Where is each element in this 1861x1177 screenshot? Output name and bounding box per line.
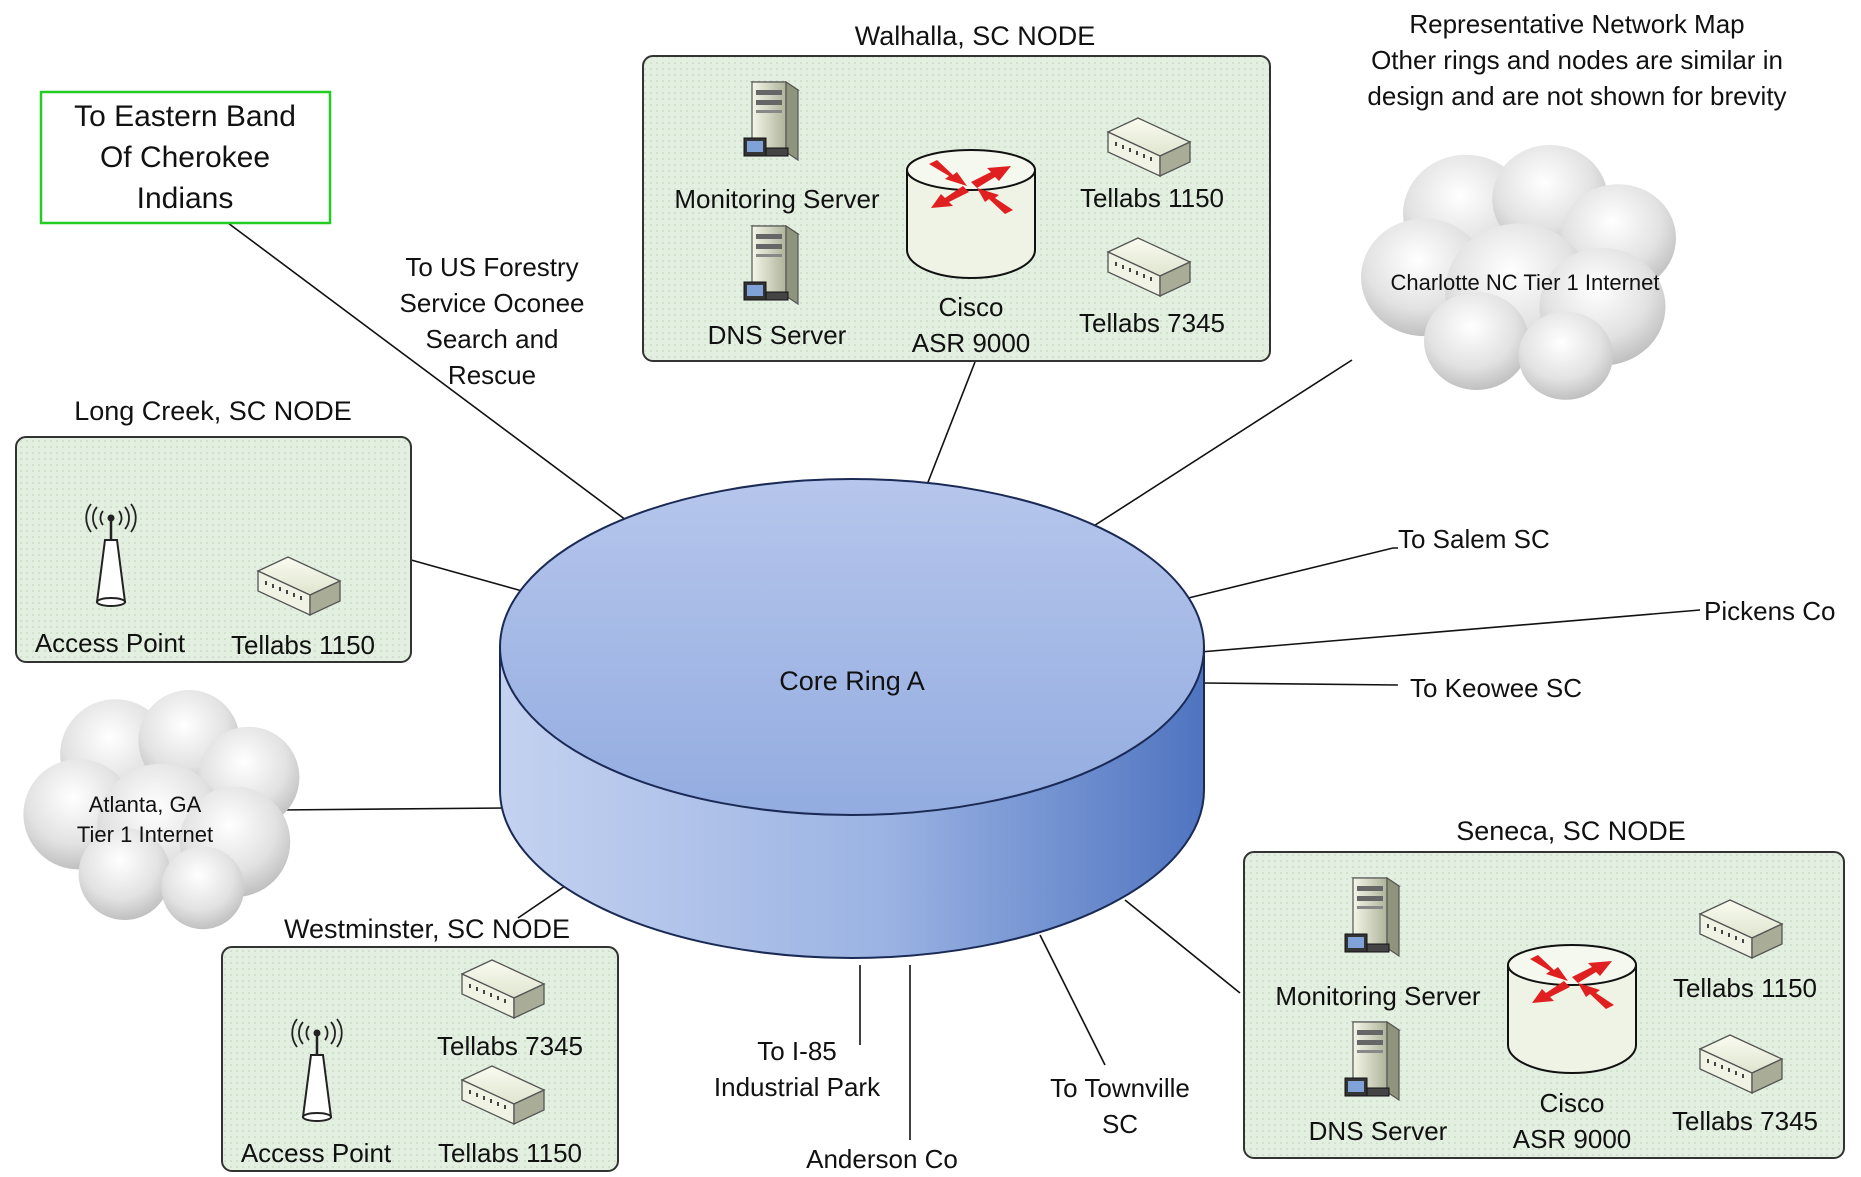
link-keowee <box>1202 682 1399 686</box>
eastern-band-box[interactable]: To Eastern Band Of Cherokee Indians <box>39 90 332 225</box>
eastern-band-line-2: Of Cherokee <box>100 141 270 174</box>
charlotte-cloud-label: Charlotte NC Tier 1 Internet <box>1390 270 1659 295</box>
i85-label-line-1[interactable]: To I-85 <box>757 1036 837 1066</box>
walhalla-switch-b-label: Tellabs 7345 <box>1079 308 1225 338</box>
eastern-band-border <box>39 90 332 225</box>
anderson-label[interactable]: Anderson Co <box>806 1144 958 1174</box>
link-salem <box>1171 547 1398 603</box>
walhalla-router-line-2: ASR 9000 <box>912 328 1031 358</box>
atlanta-cloud-line-2: Tier 1 Internet <box>77 822 213 847</box>
walhalla-switch-a-label: Tellabs 1150 <box>1080 183 1224 213</box>
note-line-3: design and are not shown for brevity <box>1367 81 1786 111</box>
townville-label-line-2[interactable]: SC <box>1102 1109 1138 1139</box>
keowee-label[interactable]: To Keowee SC <box>1410 673 1582 703</box>
charlotte-cloud[interactable]: Charlotte NC Tier 1 Internet <box>1361 145 1676 400</box>
forestry-line-4: Rescue <box>448 360 536 390</box>
router-icon <box>906 149 1036 279</box>
monitoring-server-icon <box>1344 877 1400 957</box>
link-eastern-band <box>227 222 643 533</box>
long-creek-node-title: Long Creek, SC NODE <box>74 396 352 426</box>
eastern-band-line-3: Indians <box>137 182 234 215</box>
westminster-node[interactable]: Westminster, SC NODE Access Point Tellab… <box>221 914 619 1172</box>
westminster-ap-label: Access Point <box>241 1138 392 1168</box>
atlanta-cloud[interactable]: Atlanta, GA Tier 1 Internet <box>23 690 300 930</box>
monitoring-server-icon <box>743 81 799 161</box>
link-townville <box>1039 934 1106 1066</box>
forestry-line-1: To US Forestry <box>405 252 578 282</box>
link-walhalla <box>922 361 976 496</box>
long-creek-ap-label: Access Point <box>35 628 186 658</box>
dns-server-icon <box>743 225 799 305</box>
seneca-monitoring-label: Monitoring Server <box>1275 981 1481 1011</box>
core-ring-top <box>499 478 1205 816</box>
link-long-creek <box>403 557 541 597</box>
townville-label-line-1[interactable]: To Townville <box>1050 1073 1190 1103</box>
eastern-band-line-1: To Eastern Band <box>74 100 296 133</box>
seneca-router-line-1: Cisco <box>1539 1088 1604 1118</box>
long-creek-switch-label: Tellabs 1150 <box>231 630 375 660</box>
walhalla-monitoring-label: Monitoring Server <box>674 184 880 214</box>
seneca-node[interactable]: Seneca, SC NODE Monitoring Server DNS Se… <box>1243 816 1845 1159</box>
pickens-label[interactable]: Pickens Co <box>1704 596 1836 626</box>
forestry-label: To US Forestry Service Oconee Search and… <box>400 252 585 390</box>
dns-server-icon <box>1344 1021 1400 1101</box>
forestry-line-2: Service Oconee <box>400 288 585 318</box>
long-creek-node[interactable]: Long Creek, SC NODE Access Point Tellabs… <box>15 396 412 663</box>
seneca-switch-b-label: Tellabs 7345 <box>1672 1106 1818 1136</box>
representative-note: Representative Network Map Other rings a… <box>1367 9 1786 111</box>
walhalla-router-line-1: Cisco <box>938 292 1003 322</box>
forestry-line-3: Search and <box>426 324 559 354</box>
link-charlotte <box>1074 359 1353 539</box>
walhalla-node-title: Walhalla, SC NODE <box>855 21 1096 51</box>
westminster-node-title: Westminster, SC NODE <box>284 914 570 944</box>
note-line-1: Representative Network Map <box>1409 9 1744 39</box>
link-atlanta <box>277 807 507 811</box>
seneca-dns-label: DNS Server <box>1309 1116 1448 1146</box>
destination-labels: To Salem SC Pickens Co To Keowee SC To I… <box>714 524 1836 1174</box>
seneca-node-title: Seneca, SC NODE <box>1456 816 1686 846</box>
link-seneca <box>1124 899 1241 994</box>
router-icon <box>1507 944 1637 1074</box>
salem-label[interactable]: To Salem SC <box>1398 524 1550 554</box>
note-line-2: Other rings and nodes are similar in <box>1371 45 1783 75</box>
walhalla-dns-label: DNS Server <box>708 320 847 350</box>
link-pickens <box>1199 609 1701 653</box>
i85-label-line-2[interactable]: Industrial Park <box>714 1072 881 1102</box>
core-ring[interactable]: Core Ring A <box>499 478 1205 959</box>
core-ring-label: Core Ring A <box>779 666 925 696</box>
link-westminster <box>517 883 569 919</box>
walhalla-node[interactable]: Walhalla, SC NODE Monitoring Server DNS … <box>642 21 1271 362</box>
westminster-switch-b-label: Tellabs 1150 <box>438 1138 582 1168</box>
atlanta-cloud-line-1: Atlanta, GA <box>89 792 202 817</box>
westminster-switch-a-label: Tellabs 7345 <box>437 1031 583 1061</box>
seneca-router-line-2: ASR 9000 <box>1513 1124 1632 1154</box>
connector-lines <box>227 222 1701 1140</box>
seneca-switch-a-label: Tellabs 1150 <box>1673 973 1817 1003</box>
